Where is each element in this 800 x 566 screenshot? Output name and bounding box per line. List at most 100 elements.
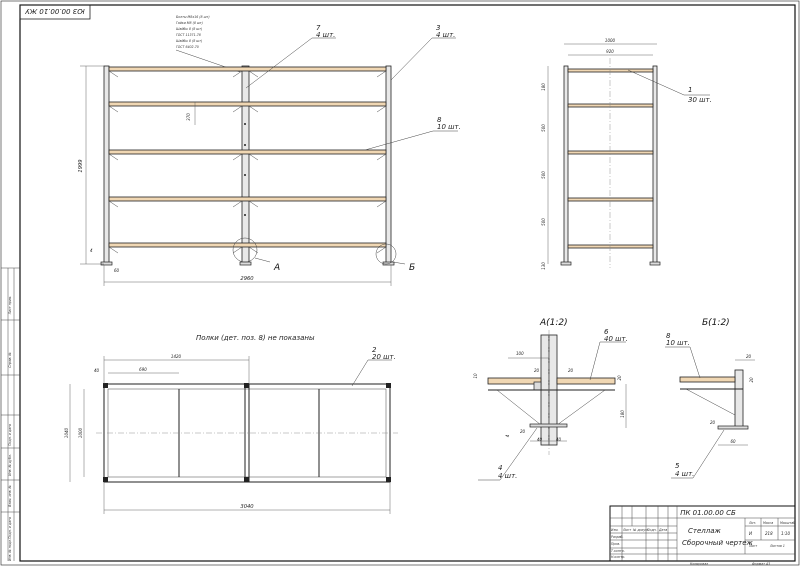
dim-total-width: 2960: [240, 276, 254, 282]
dim-height: 1999: [78, 159, 84, 172]
dim-a-w20a: 20: [534, 368, 540, 373]
front-shelf: [108, 242, 387, 248]
sheet-label: Лист: [748, 544, 757, 548]
leader-8-num: 8: [437, 116, 442, 124]
leader-5: 5 4 шт.: [671, 429, 725, 479]
strip-label: Инв. № дубл.: [8, 454, 12, 476]
dim-a-b40b: 40: [556, 437, 562, 442]
scale-head: Масштаб: [780, 521, 795, 525]
dim-a-top: 100: [516, 351, 524, 356]
title-subname: Сборочный чертеж: [682, 539, 753, 547]
role-label: № докум.: [632, 528, 649, 532]
role-label: Дата: [658, 528, 667, 532]
leader-3-qty: 4 шт.: [436, 31, 455, 39]
dim-a-w20b: 20: [568, 368, 574, 373]
front-foot: [239, 261, 252, 266]
note-line: ГОСТ 11371-78: [176, 33, 201, 37]
dim-foot: 60: [114, 268, 120, 273]
detail-b-view: Б(1:2) 20 20 20 60 8 10 шт. 5 4 шт.: [665, 318, 755, 479]
title-name: Стеллаж: [688, 527, 722, 535]
dim-b-top: 20: [746, 354, 752, 359]
detail-b-marker: [375, 243, 397, 265]
front-post-right: [385, 65, 392, 265]
plan-note: Полки (дет. поз. 8) не показаны: [196, 334, 315, 342]
side-shelf: [567, 103, 654, 108]
front-shelf: [108, 101, 387, 107]
role-label: Пров.: [611, 542, 620, 546]
leader-8: 8 10 шт.: [364, 116, 461, 151]
side-shelf: [567, 150, 654, 155]
dim-side-mid: 500: [541, 171, 546, 179]
leader-4-num: 4: [498, 464, 502, 472]
note-line: Гайки М8 (8 шт): [176, 21, 203, 25]
side-post-left: [563, 65, 569, 265]
note-line: Шайбы 8 (8 шт): [176, 27, 202, 31]
front-shelf: [108, 149, 387, 155]
strip-label: Лист прим.: [8, 296, 12, 316]
dim-side-mid: 500: [541, 124, 546, 132]
side-shelf: [567, 244, 654, 249]
dim-depth-outer: 1040: [64, 427, 69, 438]
front-post-middle: [241, 65, 250, 265]
leader-4: 4 4 шт.: [478, 427, 538, 481]
dim-outer: 1000: [605, 38, 616, 43]
fastener-notes: Болты М8х16 (8 шт) Гайки М8 (8 шт) Шайбы…: [175, 15, 241, 73]
dim-inner: 920: [606, 49, 614, 54]
leader-5-num: 5: [675, 462, 680, 470]
leader-3-num: 3: [436, 24, 440, 32]
role-label: Изм.: [611, 528, 619, 532]
role-label: Подп.: [647, 528, 657, 532]
dim-shelf-gap: 370: [186, 113, 191, 121]
detail-a-marker: [232, 237, 258, 263]
dim-left-gap: 40: [94, 368, 100, 373]
dim-side-top: 180: [541, 83, 546, 91]
scale-value: 1:10: [781, 531, 790, 536]
note-line: Шайбы 8 (8 шт): [176, 39, 202, 43]
leader-8b-qty: 10 шт.: [666, 339, 690, 347]
front-shelf: [108, 196, 387, 202]
dim-a-b20: 20: [520, 429, 526, 434]
dim-side-mid: 500: [541, 218, 546, 226]
strip-label: Взам. инв. №: [8, 485, 12, 507]
lit-value: И: [749, 531, 752, 536]
dim-a-b40a: 40: [537, 437, 543, 442]
front-post-left: [103, 65, 110, 265]
dim-bay: 690: [139, 367, 147, 372]
leader-2: 2 20 шт.: [351, 346, 396, 387]
dim-side-bottom: 130: [541, 262, 546, 270]
strip-label: Подп. и дата: [8, 424, 12, 446]
role-label: Разраб.: [611, 535, 624, 539]
detail-a-label: A: [273, 263, 280, 273]
strip-label: Справ. №: [8, 352, 12, 368]
role-label: Т.контр.: [611, 549, 625, 553]
title-block: ПК 01.00.00 СБ Стеллаж Сборочный чертеж …: [609, 505, 796, 566]
mass-value: 218: [765, 531, 773, 536]
strip-label: Инв. № подл.: [8, 539, 12, 561]
format-label: Формат A3: [752, 562, 770, 566]
dim-a-b4: 4: [505, 434, 510, 437]
dim-b-w60: 60: [730, 439, 736, 444]
front-foot: [100, 261, 113, 266]
dim-depth-inner: 1000: [78, 427, 83, 438]
leader-7-qty: 4 шт.: [316, 31, 335, 39]
leader-2-num: 2: [372, 346, 377, 354]
leader-5-qty: 4 шт.: [675, 470, 694, 478]
dim-half: 1420: [171, 354, 182, 359]
leader-4-qty: 4 шт.: [498, 472, 517, 480]
dim-small: 4: [90, 248, 93, 253]
side-shelf: [567, 68, 654, 73]
dim-b-bottom: 20: [710, 420, 716, 425]
leader-6-qty: 40 шт.: [604, 335, 628, 343]
left-edge-strip: Лист прим. Справ. № Подп. и дата Инв. № …: [1, 267, 20, 561]
lit-head: Лит.: [748, 521, 756, 525]
sheets-label: Листов 1: [769, 544, 785, 548]
leader-8b: 8 10 шт.: [665, 332, 701, 379]
side-post-right: [652, 65, 658, 265]
front-view: A Б 1999 370 2960 60 4 7 4 шт. 3 4 шт.: [78, 24, 461, 286]
side-shelf: [567, 197, 654, 202]
dim-a-h180: 180: [620, 410, 625, 418]
dim-a-h10: 10: [473, 373, 478, 379]
leader-7-num: 7: [316, 24, 321, 32]
